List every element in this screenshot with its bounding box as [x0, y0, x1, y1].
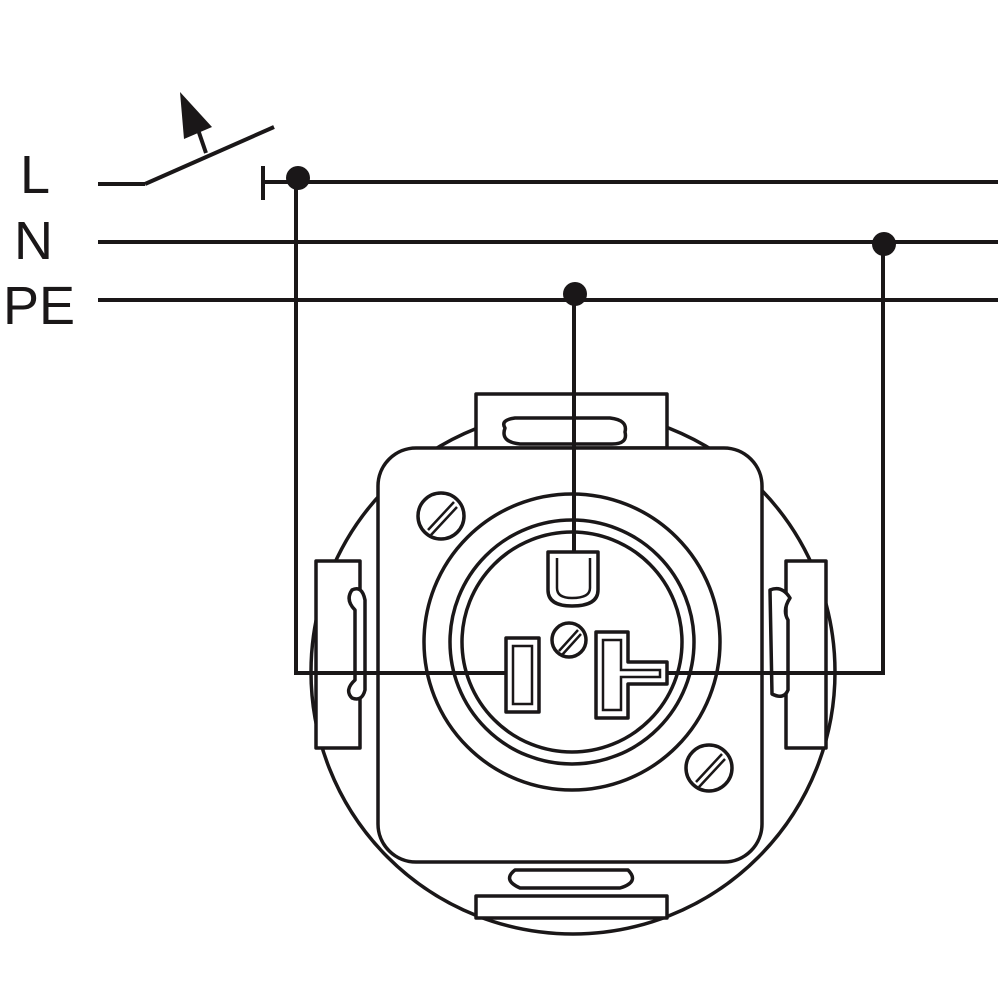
neutral-pin-slot: [594, 630, 669, 720]
socket-centre-screw: [550, 621, 588, 659]
junction-dot-neutral: [872, 232, 896, 256]
line-drop-wire: [294, 182, 518, 675]
neutral-drop-wire: [667, 242, 885, 675]
switch-symbol: [98, 92, 275, 200]
switch-actuator-arrow: [180, 92, 212, 139]
cover-screw-top-left: [416, 491, 466, 541]
label-neutral: N: [14, 211, 53, 271]
cover-screw-bottom-right: [684, 743, 734, 793]
label-line: L: [20, 145, 50, 205]
junction-dot-earth: [563, 282, 587, 306]
earth-pin-slot: [546, 550, 600, 608]
junction-dot-line: [286, 166, 310, 190]
line-pin-slot: [504, 636, 541, 714]
label-protective-earth: PE: [3, 276, 75, 336]
